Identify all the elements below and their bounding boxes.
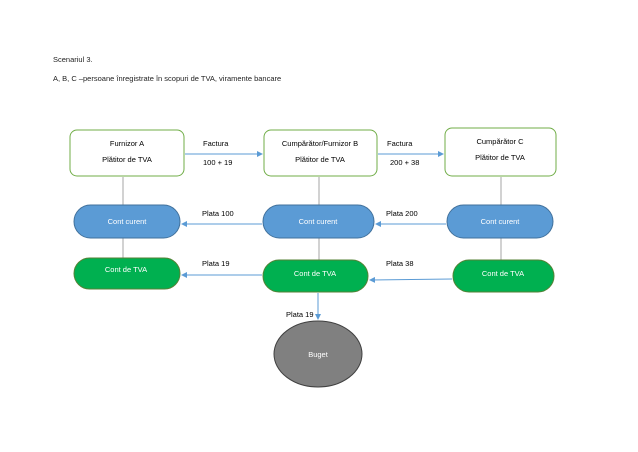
plata-19-buget-label: Plata 19 — [286, 310, 314, 319]
plata-100-label: Plata 100 — [202, 209, 234, 218]
cumparator-c-name: Cumpărător C — [476, 137, 524, 146]
cont-curent-c[interactable]: Cont curent — [446, 204, 554, 239]
cont-curent-a[interactable]: Cont curent — [73, 204, 181, 239]
plata-38-label: Plata 38 — [386, 259, 414, 268]
page-title: Scenariul 3. — [53, 55, 93, 64]
cont-curent-c-label: Cont curent — [481, 217, 521, 226]
plata-200-label: Plata 200 — [386, 209, 418, 218]
cont-tva-c[interactable]: Cont de TVA — [452, 259, 555, 293]
arrow-plata-38 — [369, 276, 453, 283]
factura-bc-label: Factura — [387, 139, 413, 148]
factura-ab-label: Factura — [203, 139, 229, 148]
furnizor-a-status: Plătitor de TVA — [102, 155, 152, 164]
furnizor-a-name: Furnizor A — [110, 139, 144, 148]
cumparator-c-status: Plătitor de TVA — [475, 153, 525, 162]
entity-cumparator-c[interactable]: Cumpărător C Plătitor de TVA — [444, 127, 557, 177]
cont-tva-a[interactable]: Cont de TVA — [73, 257, 181, 290]
cont-tva-a-label: Cont de TVA — [105, 265, 147, 274]
cumparator-b-status: Plătitor de TVA — [295, 155, 345, 164]
cont-curent-b[interactable]: Cont curent — [262, 204, 375, 239]
cont-tva-b-label: Cont de TVA — [294, 269, 336, 278]
entity-cumparator-b[interactable]: Cumpărător/Furnizor B Plătitor de TVA — [263, 129, 378, 177]
arrows — [181, 151, 453, 320]
cont-tva-c-label: Cont de TVA — [482, 269, 524, 278]
factura-bc-amount: 200 + 38 — [390, 158, 419, 167]
cont-tva-b[interactable]: Cont de TVA — [262, 259, 369, 293]
page-subtitle: A, B, C –persoane înregistrate în scopur… — [53, 74, 282, 83]
factura-ab-amount: 100 + 19 — [203, 158, 232, 167]
cont-curent-a-label: Cont curent — [108, 217, 148, 226]
buget-label: Buget — [308, 350, 329, 359]
entity-furnizor-a[interactable]: Furnizor A Plătitor de TVA — [69, 129, 185, 177]
buget-node[interactable]: Buget — [273, 320, 363, 388]
cumparator-b-name: Cumpărător/Furnizor B — [282, 139, 358, 148]
cont-curent-b-label: Cont curent — [299, 217, 339, 226]
plata-19-label: Plata 19 — [202, 259, 230, 268]
